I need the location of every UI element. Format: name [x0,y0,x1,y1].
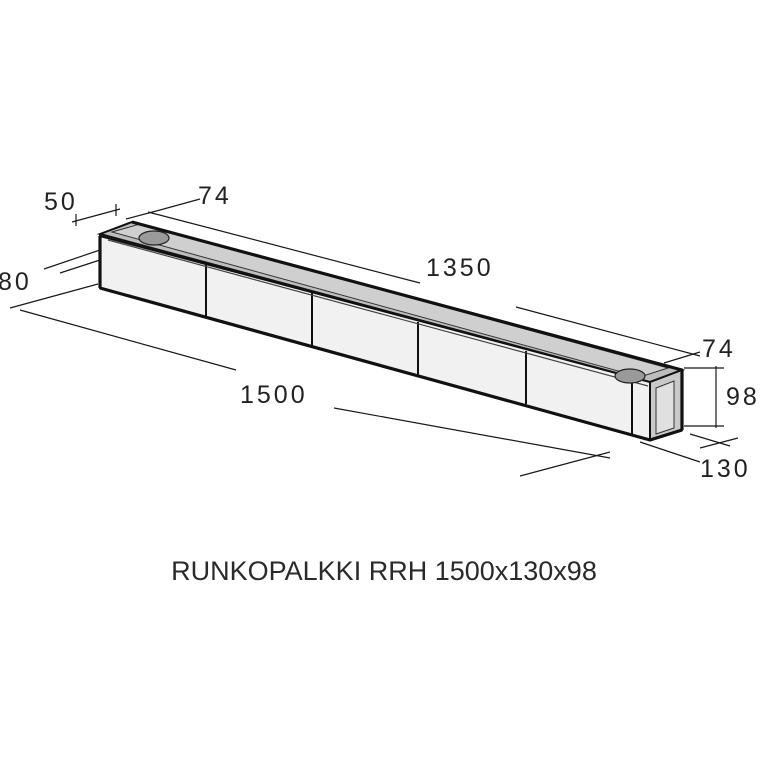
dim-98: 98 [726,383,760,411]
beam-top-back-edge [131,220,684,430]
right-end-hole [614,368,646,384]
dimension-lines [9,198,739,477]
left-end-hole [138,230,170,246]
block-dividers [205,265,633,434]
beam-end-notch [655,380,675,435]
beam-bottom-edge [99,286,683,442]
dim-1350: 1350 [426,254,494,282]
dim-74-left: 74 [198,182,232,210]
top-joint-line [107,239,649,387]
dim-80: 80 [0,268,32,296]
dim-1500: 1500 [240,381,308,409]
product-caption: RUNKOPALKKI RRH 1500x130x98 [171,556,597,586]
beam-body [96,220,686,442]
dim-50: 50 [44,188,78,216]
dim-130: 130 [700,455,751,483]
beam-top-groove [110,223,670,378]
dim-74-right: 74 [702,335,736,363]
